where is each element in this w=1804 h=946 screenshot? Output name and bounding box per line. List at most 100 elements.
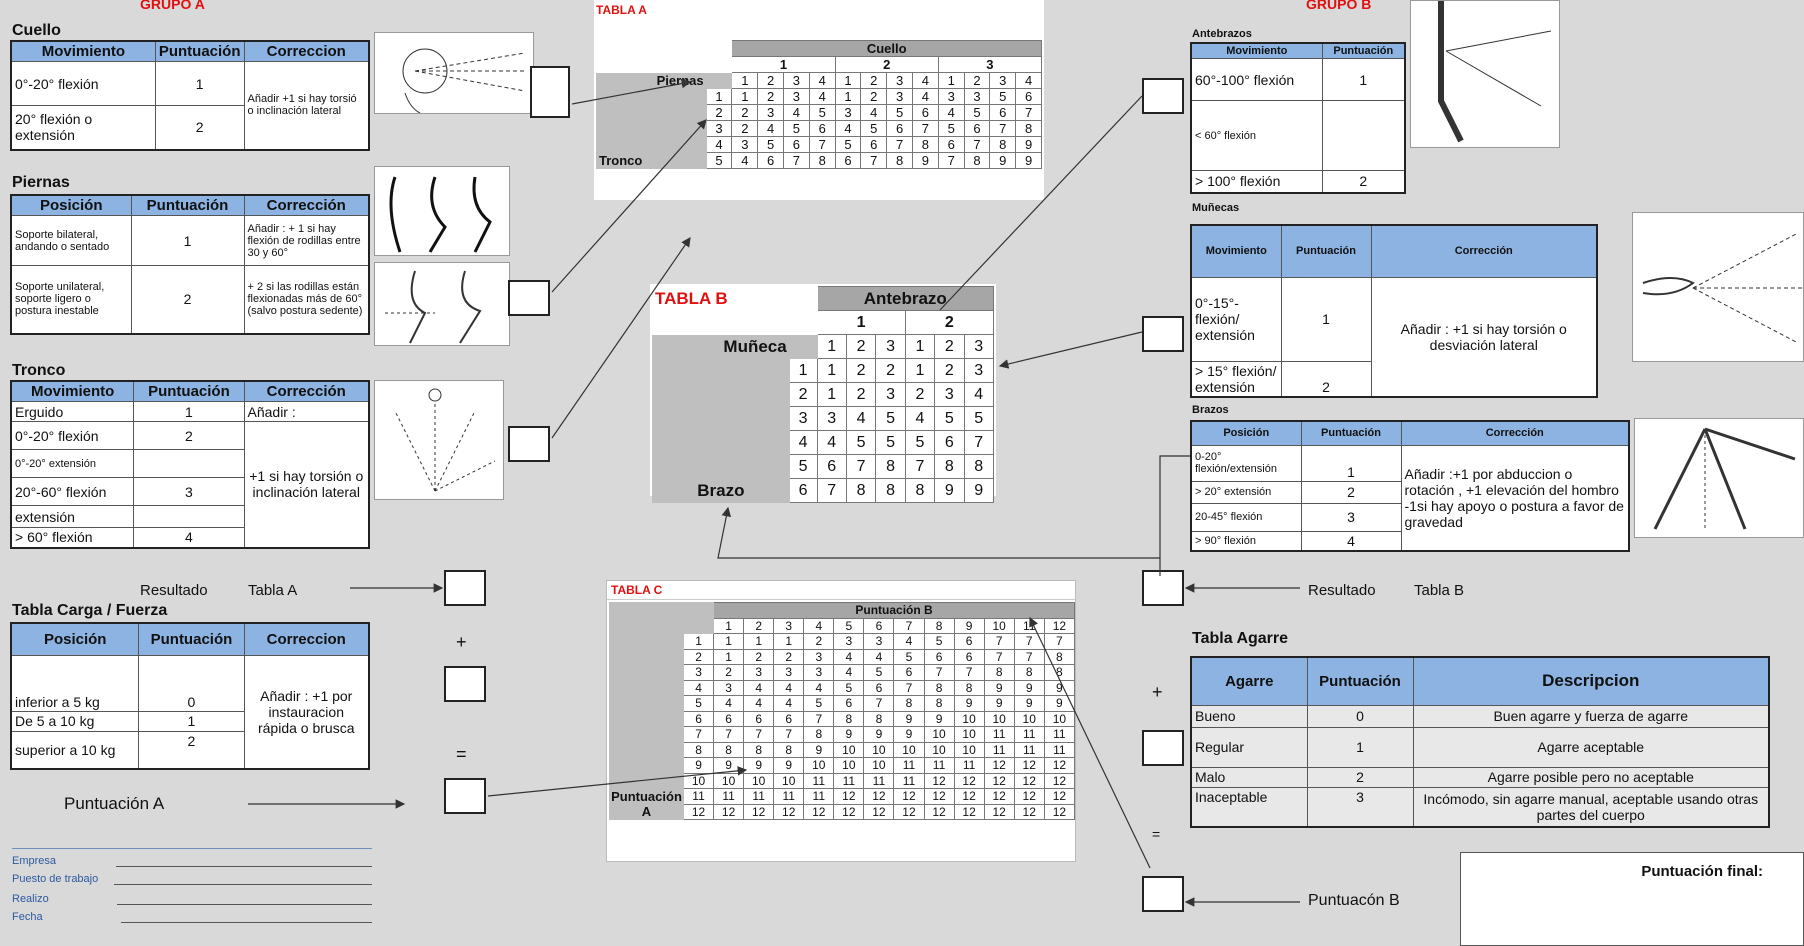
final-score-label: Puntuación final: bbox=[1641, 863, 1763, 880]
piernas-score-input[interactable] bbox=[508, 280, 550, 316]
table-cell: 8 bbox=[682, 741, 715, 758]
agarre-score-input[interactable] bbox=[1142, 730, 1184, 766]
table-cell: 12 bbox=[983, 788, 1015, 805]
table-cell: 12 bbox=[1043, 757, 1076, 774]
col-head: Puntuación bbox=[1280, 224, 1372, 278]
antebrazos-score-input[interactable] bbox=[1142, 78, 1184, 114]
table-cell: 5 bbox=[808, 104, 836, 121]
table-cell: 2 bbox=[682, 648, 715, 665]
col-head: Corrección bbox=[243, 194, 370, 216]
cell: 60°-100° flexión bbox=[1190, 58, 1323, 101]
table-cell: 2 bbox=[713, 664, 745, 681]
table-cell: 4 bbox=[963, 382, 994, 407]
table-cell: 3 bbox=[816, 406, 847, 431]
carga-score-input[interactable] bbox=[444, 666, 486, 702]
table-cell: 4 bbox=[808, 72, 836, 89]
table-cell: 8 bbox=[911, 136, 939, 153]
table-cell: 7 bbox=[963, 136, 991, 153]
table-row: Cuello bbox=[595, 40, 1042, 57]
table-cell: 4 bbox=[731, 152, 759, 169]
table-cell: 3 bbox=[803, 648, 835, 665]
table-cell: 3 bbox=[788, 406, 818, 431]
cell: 1 bbox=[133, 401, 245, 422]
table-cell: 9 bbox=[863, 726, 895, 743]
table-cell bbox=[652, 430, 790, 455]
cell: < 60° flexión bbox=[1190, 100, 1323, 171]
table-cell: 7 bbox=[863, 695, 895, 712]
table-cell: 3 bbox=[937, 88, 965, 105]
plus-sign-b: + bbox=[1152, 682, 1163, 702]
antebrazos-title: Antebrazos bbox=[1192, 28, 1252, 40]
table-cell: 11 bbox=[803, 788, 835, 805]
table-cell: 7 bbox=[904, 454, 936, 479]
puntuacion-b-input[interactable] bbox=[1142, 876, 1184, 912]
table-cell: 2 bbox=[731, 120, 759, 137]
col-head: Corrección bbox=[1400, 420, 1630, 446]
col-head: Puntuación bbox=[1321, 42, 1406, 59]
table-cell: 4 bbox=[911, 88, 939, 105]
table-cell: 7 bbox=[682, 726, 715, 743]
table-cell: 10 bbox=[953, 710, 985, 727]
col-head: Posición bbox=[1190, 420, 1302, 446]
table-cell: 7 bbox=[816, 478, 847, 503]
table-cell: 11 bbox=[983, 741, 1015, 758]
fecha-line[interactable] bbox=[120, 922, 372, 923]
brazos-correction: Añadir :+1 por abduccion o rotación , +1… bbox=[1400, 444, 1630, 552]
table-cell: 8 bbox=[1013, 664, 1045, 681]
empresa-label: Empresa bbox=[12, 855, 57, 867]
table-cell: 1 bbox=[904, 334, 936, 359]
table-cell: 2 bbox=[904, 382, 936, 407]
table-cell: 11 bbox=[1043, 726, 1076, 743]
table-cell: 12 bbox=[1013, 803, 1045, 820]
table-cell: 10 bbox=[863, 757, 895, 774]
table-cell: 4 bbox=[743, 679, 775, 696]
table-cell: 4 bbox=[904, 406, 936, 431]
table-cell: 7 bbox=[773, 726, 805, 743]
table-cell: 7 bbox=[783, 152, 810, 169]
table-cell: 4 bbox=[773, 695, 805, 712]
brazos-title: Brazos bbox=[1192, 404, 1229, 416]
munecas-score-input[interactable] bbox=[1142, 316, 1184, 352]
puesto-line[interactable] bbox=[114, 884, 372, 885]
resultado-a-input[interactable] bbox=[444, 570, 486, 606]
table-cell: 3 bbox=[783, 88, 810, 105]
col-head: Puntuación bbox=[133, 380, 245, 402]
table-cell: 8 bbox=[886, 152, 913, 169]
munecas-correction: Añadir : +1 si hay torsión o desviación … bbox=[1370, 276, 1598, 398]
table-cell bbox=[705, 72, 733, 89]
table-cell: 4 bbox=[713, 695, 745, 712]
table-cell: 3 bbox=[937, 56, 1043, 73]
puntuacion-a-input[interactable] bbox=[444, 778, 486, 814]
table-cell: 7 bbox=[923, 664, 955, 681]
realizo-line[interactable] bbox=[116, 904, 372, 905]
tabla-a-title: TABLA A bbox=[596, 3, 647, 17]
table-cell: 4 bbox=[808, 88, 836, 105]
col-head: Puntuación bbox=[1300, 420, 1402, 446]
resultado-b-input[interactable] bbox=[1142, 570, 1184, 606]
table-cell: 4 bbox=[863, 648, 895, 665]
table-cell: 9 bbox=[833, 726, 865, 743]
empresa-line[interactable] bbox=[116, 866, 372, 867]
forearm-illustration bbox=[1410, 0, 1560, 148]
cuello-score-input[interactable] bbox=[530, 66, 570, 118]
col-head: Corrección bbox=[243, 380, 370, 402]
tronco-score-input[interactable] bbox=[508, 426, 550, 462]
table-cell: 9 bbox=[682, 757, 715, 774]
table-cell: 9 bbox=[989, 152, 1017, 169]
cell: Erguido bbox=[10, 401, 135, 422]
table-cell: 2 bbox=[845, 382, 877, 407]
neck-figure-icon bbox=[402, 48, 526, 113]
table-cell: 10 bbox=[743, 772, 775, 789]
table-cell bbox=[608, 602, 715, 619]
table-cell: 8 bbox=[875, 478, 906, 503]
final-score-box[interactable]: Puntuación final: bbox=[1460, 852, 1804, 946]
cell: Bueno bbox=[1190, 704, 1308, 728]
puesto-label: Puesto de trabajo bbox=[12, 873, 99, 885]
